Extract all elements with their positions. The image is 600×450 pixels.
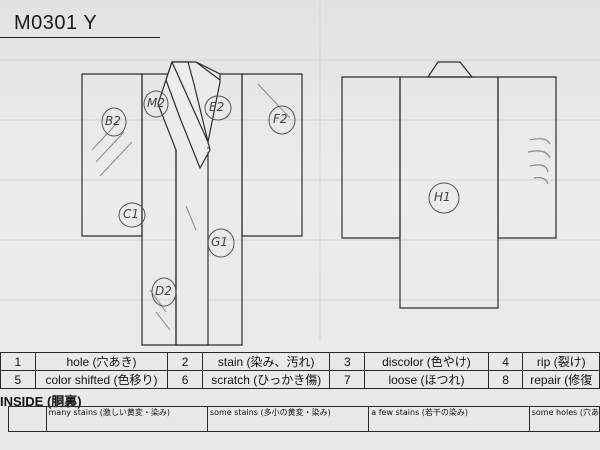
inside-cell: some holes (穴あ: [528, 406, 600, 432]
legend-label: rip (裂け): [522, 352, 600, 371]
legend-number: 2: [167, 352, 203, 371]
legend-label: hole (穴あき): [34, 352, 169, 371]
legend-label: discolor (色やけ): [364, 352, 489, 371]
defect-tag: E2: [209, 100, 225, 114]
kimono-back: [342, 62, 556, 308]
legend-label: color shifted (色移り): [34, 370, 169, 389]
defect-tag: B2: [105, 114, 121, 128]
kimono-front: [82, 62, 302, 345]
back-collar: [428, 62, 472, 77]
inside-cell: some stains (多小の黄変・染み): [206, 406, 370, 432]
defect-tag: D2: [155, 284, 172, 298]
back-left-sleeve: [342, 77, 400, 238]
inside-row: many stains (激しい黄変・染み) some stains (多小の黄…: [8, 406, 600, 432]
legend-row: 1 hole (穴あき) 2 stain (染み、汚れ) 3 discolor …: [0, 352, 600, 371]
defect-tag: H1: [434, 190, 451, 204]
defect-tag: F2: [273, 112, 288, 126]
hatching-marks: [92, 84, 290, 330]
back-right-sleeve: [498, 77, 556, 238]
inside-condition-table: many stains (激しい黄変・染み) some stains (多小の黄…: [8, 406, 600, 432]
back-scribble: [528, 139, 550, 184]
legend-label: scratch (ひっかき傷): [201, 370, 331, 389]
legend-number: 4: [487, 352, 524, 371]
inside-heading: INSIDE (胴裏): [0, 394, 82, 409]
inside-cell: many stains (激しい黄変・染み): [45, 406, 208, 432]
defect-legend-table: 1 hole (穴あき) 2 stain (染み、汚れ) 3 discolor …: [0, 352, 600, 389]
defect-tag: C1: [123, 207, 140, 221]
legend-label: stain (染み、汚れ): [201, 352, 331, 371]
legend-number: 6: [167, 370, 203, 389]
background-grid: [0, 0, 600, 340]
inside-cell: a few stains (若干の染み): [368, 406, 530, 432]
item-code-title: M0301 Y: [14, 12, 98, 34]
legend-row: 5 color shifted (色移り) 6 scratch (ひっかき傷) …: [0, 370, 600, 389]
collar-band: [166, 62, 210, 168]
legend-number: 7: [329, 370, 366, 389]
defect-circles: [101, 90, 460, 307]
legend-number: 5: [0, 370, 36, 389]
legend-number: 8: [487, 370, 524, 389]
legend-label: repair (修復: [522, 370, 600, 389]
legend-number: 1: [0, 352, 36, 371]
legend-number: 3: [329, 352, 366, 371]
inside-blank-cell: [8, 406, 47, 432]
defect-tag: M2: [147, 96, 165, 110]
defect-tag: G1: [211, 235, 228, 249]
title-underline: [0, 37, 160, 38]
legend-label: loose (ほつれ): [364, 370, 489, 389]
